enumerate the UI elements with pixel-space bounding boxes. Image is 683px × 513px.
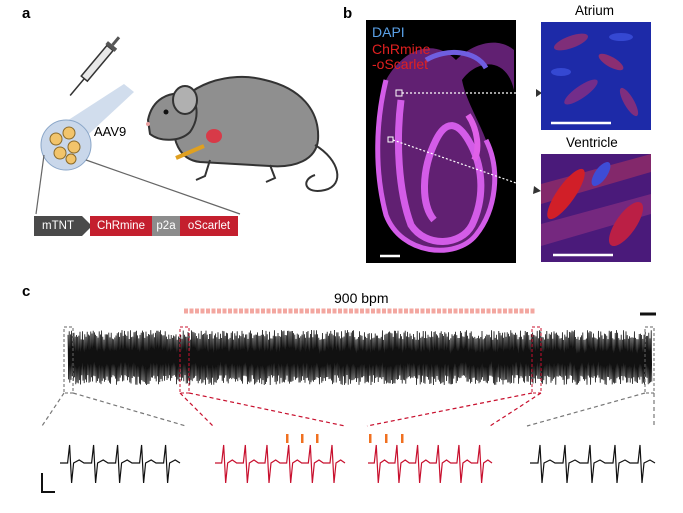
inset-atrium-title: Atrium — [575, 3, 615, 18]
construct-chrmine: ChRmine — [90, 216, 152, 236]
inset-ventricle-image — [541, 154, 651, 262]
aav-particles-icon — [40, 119, 92, 171]
stim-pulse-onset-2 — [316, 434, 319, 443]
stim-pulse-onset-0 — [286, 434, 289, 443]
construct-promoter: mTNT — [34, 216, 82, 236]
ecg-dense-path — [67, 329, 653, 386]
stim-pulse-offset-1 — [385, 434, 388, 443]
construct-oscarlet: oScarlet — [180, 216, 238, 236]
ecg-zoom-baseline-before — [60, 444, 181, 484]
legend-dapi: DAPI — [372, 24, 405, 40]
vector-label: AAV9 — [94, 124, 127, 139]
legend-chrmine-line1: ChRmine — [372, 41, 431, 57]
construct-p2a: p2a — [152, 216, 180, 236]
heart-micrograph — [366, 20, 516, 263]
ecg-zoom-stim-onset — [215, 444, 346, 484]
ecg-trace-dense — [67, 329, 653, 386]
panel-a-illustration — [35, 36, 339, 215]
legend-chrmine-line2: -oScarlet — [372, 56, 429, 72]
mouse-icon — [146, 75, 339, 192]
panel-c-label: c — [22, 283, 31, 300]
syringe-icon — [69, 36, 121, 96]
stim-pulse-onset-1 — [301, 434, 304, 443]
ecg-zoom-baseline-after — [530, 444, 656, 484]
inset-atrium-image — [541, 22, 651, 130]
panel-b-label: b — [343, 5, 353, 22]
stim-frequency-label: 900 bpm — [334, 290, 389, 306]
panel-a-label: a — [22, 5, 31, 22]
inset-ventricle-title: Ventricle — [566, 135, 618, 150]
promoter-arrow-icon — [82, 216, 92, 236]
stim-pulse-offset-2 — [401, 434, 404, 443]
stim-pulse-offset-0 — [369, 434, 372, 443]
ecg-zoom-stim-offset — [368, 444, 493, 484]
